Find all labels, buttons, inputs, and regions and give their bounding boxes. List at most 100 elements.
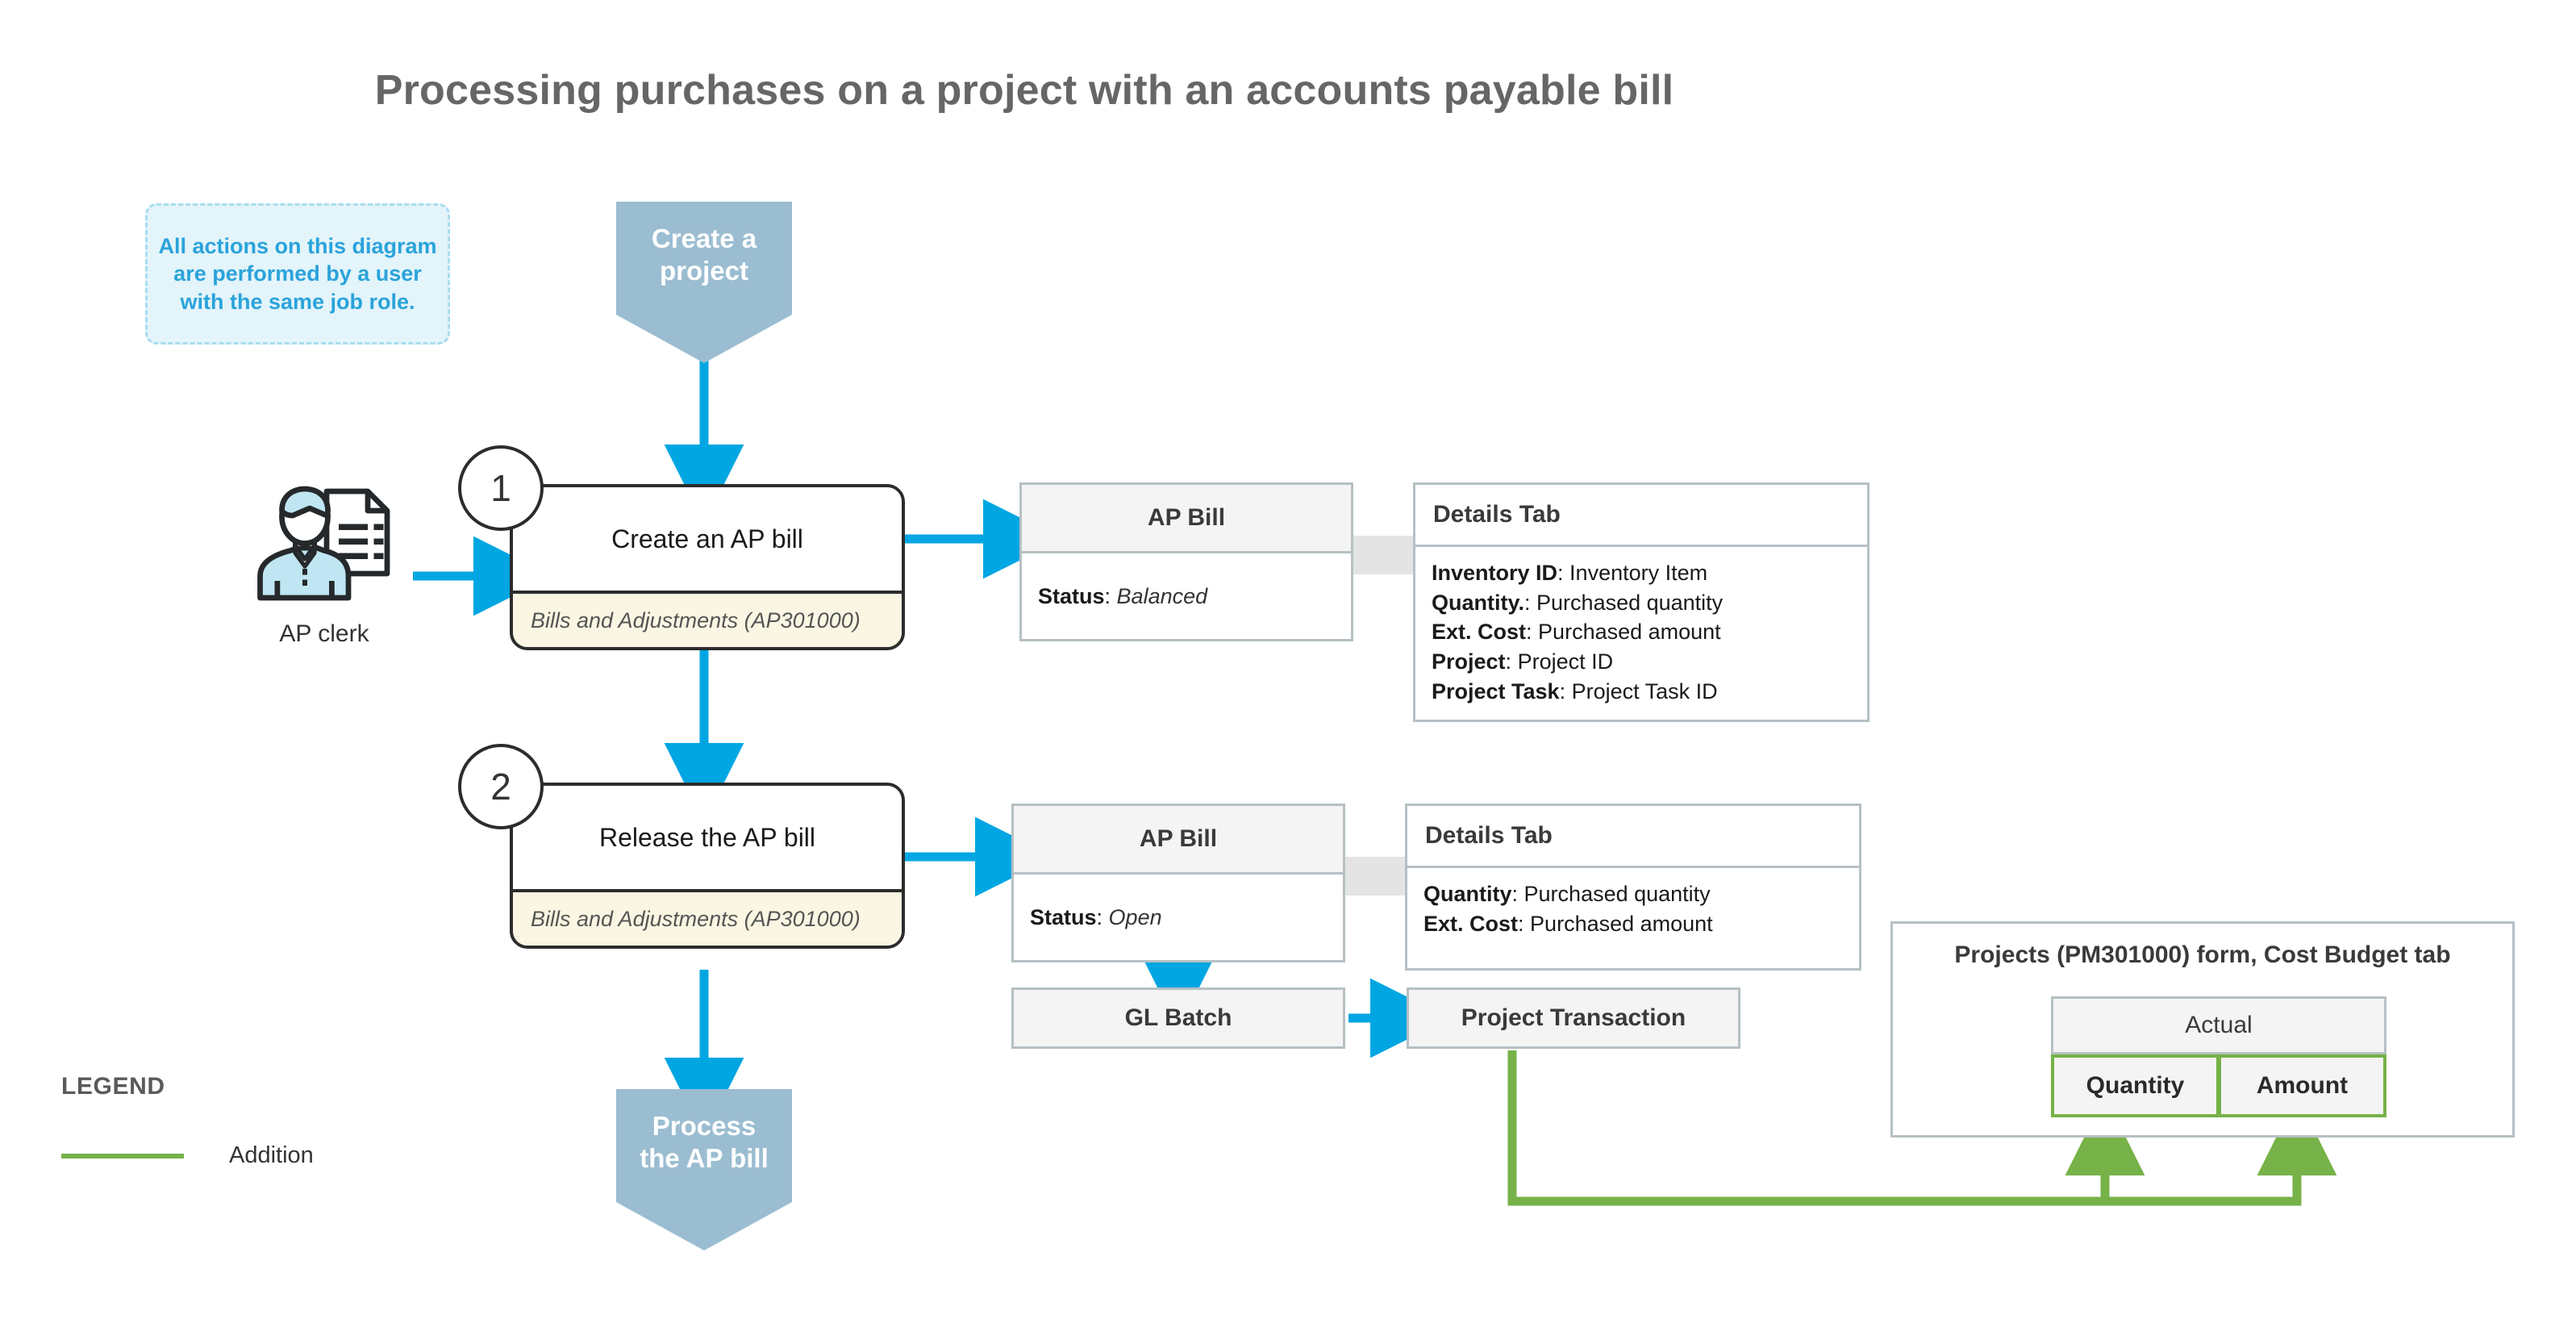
field-key: Project Task xyxy=(1432,678,1560,703)
banner-process-ap-bill-label: Process the AP bill xyxy=(640,1110,769,1175)
card-ap-bill-open: AP Bill Status: Open xyxy=(1011,804,1345,962)
field-sep: : xyxy=(1518,911,1531,936)
field-sep: : xyxy=(1104,583,1117,608)
step-1-title: Create an AP bill xyxy=(611,524,803,553)
legend-swatch-addition xyxy=(61,1153,184,1159)
cost-budget-column-quantity-label: Quantity xyxy=(2086,1072,2185,1099)
banner-process-line-1: Process xyxy=(652,1111,757,1141)
field-sep: : xyxy=(1524,590,1537,615)
card-ap-bill-1-title: AP Bill xyxy=(1147,504,1226,531)
field-sep: : xyxy=(1559,678,1572,703)
note-line-2: are performed by a user xyxy=(173,261,422,286)
actor-ap-clerk-label: AP clerk xyxy=(279,620,369,647)
card-details-1-body: Inventory ID: Inventory Item Quantity.: … xyxy=(1415,547,1867,720)
card-details-2-header: Details Tab xyxy=(1407,806,1859,868)
field-key: Project xyxy=(1432,649,1506,674)
cost-budget-group-actual: Actual xyxy=(2051,996,2386,1054)
field-value: Project ID xyxy=(1517,649,1614,674)
cost-budget-column-quantity: Quantity xyxy=(2051,1054,2220,1117)
card-row: Ext. Cost: Purchased amount xyxy=(1423,909,1843,939)
field-sep: : xyxy=(1526,620,1539,645)
card-ap-bill-1-body: Status: Balanced xyxy=(1022,553,1351,639)
legend-title: LEGEND xyxy=(61,1073,165,1100)
card-row: Status: Open xyxy=(1030,903,1162,933)
step-2-body: Release the AP bill xyxy=(513,786,902,889)
banner-create-line-1: Create a xyxy=(651,223,757,253)
cost-budget-group-actual-label: Actual xyxy=(2185,1012,2253,1038)
step-number-badge-1: 1 xyxy=(458,445,544,531)
banner-create-project: Create a project xyxy=(616,202,792,363)
field-key: Quantity xyxy=(1423,882,1512,906)
banner-process-line-2: the AP bill xyxy=(640,1143,769,1174)
field-key: Inventory ID xyxy=(1432,561,1558,585)
banner-create-project-label: Create a project xyxy=(652,223,757,288)
card-ap-bill-1-header: AP Bill xyxy=(1022,485,1351,553)
panel-projects-title: Projects (PM301000) form, Cost Budget ta… xyxy=(1954,941,2451,968)
field-key: Status xyxy=(1038,583,1105,608)
field-key: Ext. Cost xyxy=(1423,911,1519,936)
field-value: Open xyxy=(1108,904,1162,929)
box-gl-batch-label: GL Batch xyxy=(1124,1004,1232,1031)
field-sep: : xyxy=(1557,561,1570,585)
card-ap-bill-balanced: AP Bill Status: Balanced xyxy=(1019,482,1353,641)
field-value: Purchased amount xyxy=(1538,620,1721,645)
card-details-tab-1: Details Tab Inventory ID: Inventory Item… xyxy=(1413,482,1869,722)
step-2-form-name: Bills and Adjustments (AP301000) xyxy=(531,906,861,931)
card-row: Status: Balanced xyxy=(1038,582,1207,612)
card-details-1-title: Details Tab xyxy=(1433,501,1561,528)
field-key: Ext. Cost xyxy=(1432,620,1527,645)
cost-budget-column-amount-label: Amount xyxy=(2256,1072,2349,1099)
cost-budget-table: Actual Quantity Amount xyxy=(2051,996,2386,1117)
cost-budget-column-amount: Amount xyxy=(2220,1054,2386,1117)
connector-projtxn-to-amount xyxy=(2105,1096,2337,1206)
card-row: Inventory ID: Inventory Item xyxy=(1432,558,1851,588)
legend-item-addition: Addition xyxy=(61,1142,432,1169)
card-details-2-title: Details Tab xyxy=(1425,822,1553,849)
bridge-apbill1-details1 xyxy=(1352,536,1415,574)
actor-ap-clerk: AP clerk xyxy=(236,484,413,648)
card-details-2-body: Quantity: Purchased quantity Ext. Cost: … xyxy=(1407,868,1859,968)
banner-create-line-2: project xyxy=(659,256,749,286)
field-value: Purchased amount xyxy=(1530,911,1713,936)
card-ap-bill-2-title: AP Bill xyxy=(1139,825,1218,852)
card-ap-bill-2-body: Status: Open xyxy=(1014,875,1343,960)
field-value: Inventory Item xyxy=(1569,561,1708,585)
field-value: Balanced xyxy=(1116,583,1208,608)
card-details-1-header: Details Tab xyxy=(1415,485,1867,547)
note-line-3: with the same job role. xyxy=(180,289,415,314)
field-sep: : xyxy=(1505,649,1518,674)
step-1-form-name: Bills and Adjustments (AP301000) xyxy=(531,607,861,633)
page-title: Processing purchases on a project with a… xyxy=(374,67,1674,114)
card-row: Project: Project ID xyxy=(1432,647,1851,677)
banner-process-ap-bill: Process the AP bill xyxy=(616,1089,792,1250)
legend: LEGEND Addition xyxy=(61,1073,432,1169)
field-value: Purchased quantity xyxy=(1536,590,1724,615)
card-row: Quantity.: Purchased quantity xyxy=(1432,588,1851,618)
field-sep: : xyxy=(1511,882,1524,906)
box-project-transaction-label: Project Transaction xyxy=(1461,1004,1686,1031)
field-value: Project Task ID xyxy=(1571,678,1718,703)
panel-projects-cost-budget: Projects (PM301000) form, Cost Budget ta… xyxy=(1890,921,2515,1138)
bridge-apbill2-details2 xyxy=(1344,857,1407,896)
user-with-document-icon xyxy=(257,486,390,601)
field-sep: : xyxy=(1096,904,1109,929)
cost-budget-columns: Quantity Amount xyxy=(2051,1054,2386,1117)
step-release-the-ap-bill[interactable]: Release the AP bill Bills and Adjustment… xyxy=(510,783,905,949)
field-value: Purchased quantity xyxy=(1524,882,1711,906)
field-key: Status xyxy=(1030,904,1097,929)
legend-label-addition: Addition xyxy=(229,1142,314,1168)
step-1-footer: Bills and Adjustments (AP301000) xyxy=(513,591,902,647)
note-line-1: All actions on this diagram xyxy=(158,233,437,258)
diagram-note-text: All actions on this diagram are performe… xyxy=(150,232,444,316)
field-key: Quantity. xyxy=(1432,590,1525,615)
box-gl-batch: GL Batch xyxy=(1011,987,1345,1049)
card-row: Quantity: Purchased quantity xyxy=(1423,879,1843,909)
step-2-footer: Bills and Adjustments (AP301000) xyxy=(513,889,902,946)
step-create-an-ap-bill[interactable]: Create an AP bill Bills and Adjustments … xyxy=(510,484,905,650)
box-project-transaction: Project Transaction xyxy=(1407,987,1740,1049)
card-row: Ext. Cost: Purchased amount xyxy=(1432,617,1851,647)
step-2-title: Release the AP bill xyxy=(598,822,816,852)
card-details-tab-2: Details Tab Quantity: Purchased quantity… xyxy=(1405,804,1861,971)
step-1-body: Create an AP bill xyxy=(513,487,902,591)
